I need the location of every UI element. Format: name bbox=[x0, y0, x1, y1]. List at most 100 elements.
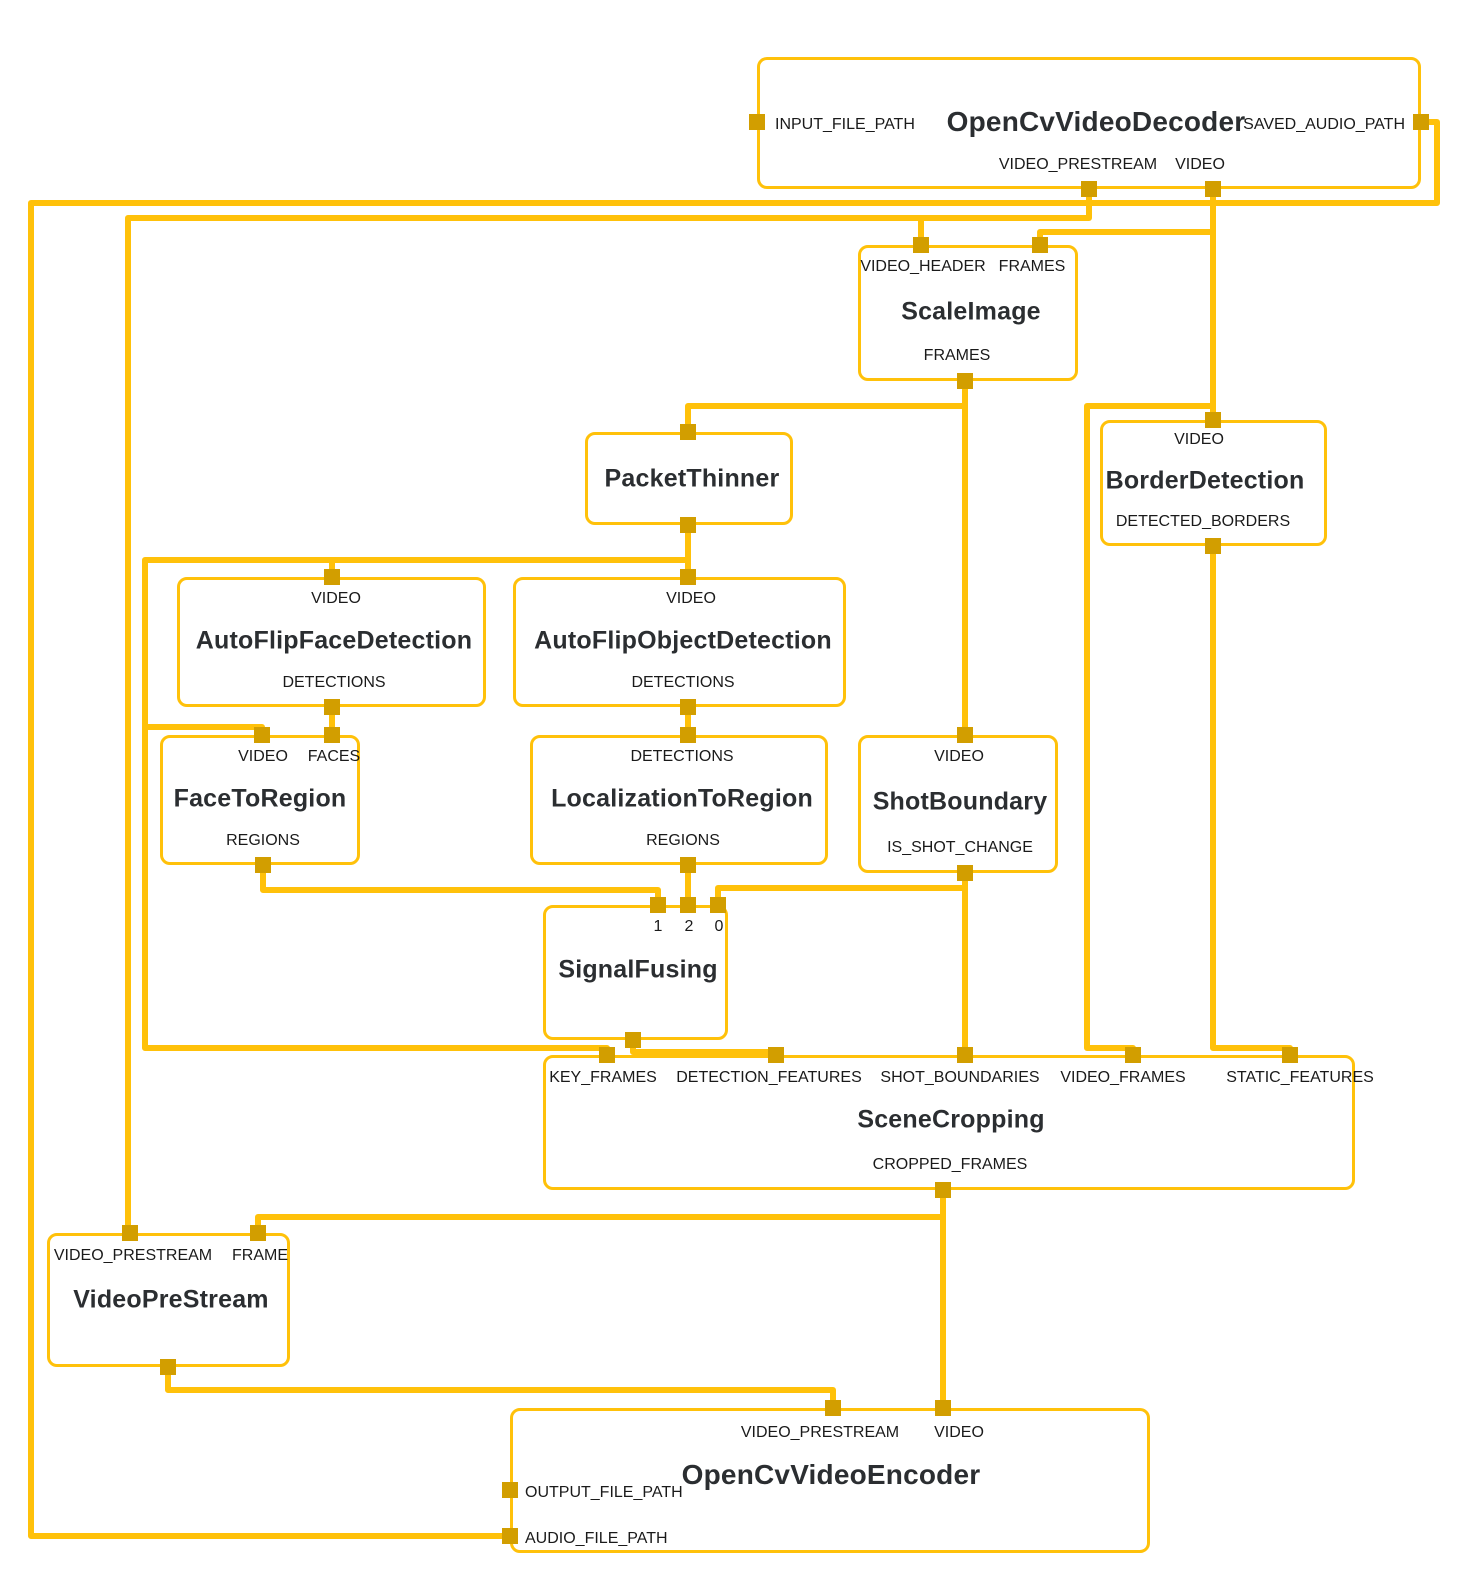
node-title-packet-thinner: PacketThinner bbox=[604, 464, 780, 493]
port-border-detected-borders[interactable] bbox=[1205, 538, 1221, 554]
node-title-scene-cropping: SceneCropping bbox=[857, 1105, 1045, 1134]
node-localization-to-region[interactable]: DETECTIONS LocalizationToRegion REGIONS bbox=[530, 735, 828, 865]
port-objdet-detections[interactable] bbox=[680, 699, 696, 715]
port-fusing-1[interactable] bbox=[650, 897, 666, 913]
port-label-shot-video: VIDEO bbox=[934, 748, 984, 765]
port-crop-shot-boundaries[interactable] bbox=[957, 1047, 973, 1063]
port-label-video-header: VIDEO_HEADER bbox=[860, 258, 986, 275]
port-label-l2r-regions: REGIONS bbox=[646, 832, 720, 849]
port-f2r-video[interactable] bbox=[254, 727, 270, 743]
port-label-input-file-path: INPUT_FILE_PATH bbox=[775, 116, 915, 133]
port-label-vps-video-prestream: VIDEO_PRESTREAM bbox=[53, 1247, 213, 1264]
port-label-l2r-detections: DETECTIONS bbox=[630, 748, 734, 765]
wire-thinner-to-face-to-region bbox=[145, 724, 265, 735]
node-scale-image[interactable]: VIDEO_HEADER FRAMES ScaleImage FRAMES bbox=[858, 245, 1078, 381]
port-label-vps-frame: FRAME bbox=[232, 1247, 288, 1264]
port-fusing-0[interactable] bbox=[710, 897, 726, 913]
port-thinner-out[interactable] bbox=[680, 517, 696, 533]
port-objdet-video[interactable] bbox=[680, 569, 696, 585]
port-label-video-prestream-out: VIDEO_PRESTREAM bbox=[998, 156, 1158, 173]
port-label-objdet-detections: DETECTIONS bbox=[631, 674, 735, 691]
port-enc-audio-file-path[interactable] bbox=[502, 1528, 518, 1544]
port-vps-out[interactable] bbox=[160, 1359, 176, 1375]
port-label-border-video: VIDEO bbox=[1174, 431, 1224, 448]
port-crop-static-features[interactable] bbox=[1282, 1047, 1298, 1063]
node-opencv-video-decoder[interactable]: INPUT_FILE_PATH OpenCvVideoDecoder SAVED… bbox=[757, 57, 1421, 189]
port-enc-video[interactable] bbox=[935, 1400, 951, 1416]
node-autoflip-object-detection[interactable]: VIDEO AutoFlipObjectDetection DETECTIONS bbox=[513, 577, 846, 707]
node-video-pre-stream[interactable]: VIDEO_PRESTREAM FRAME VideoPreStream bbox=[47, 1233, 290, 1367]
port-l2r-regions[interactable] bbox=[680, 857, 696, 873]
port-label-facedet-video: VIDEO bbox=[311, 590, 361, 607]
node-title-autoflip-face-detection: AutoFlipFaceDetection bbox=[195, 626, 473, 655]
wire-shot-change-to-fusing-0 bbox=[715, 885, 965, 905]
wire-prestream-out-to-encoder bbox=[165, 1367, 836, 1408]
node-face-to-region[interactable]: VIDEO FACES FaceToRegion REGIONS bbox=[160, 735, 360, 865]
port-crop-detection-features[interactable] bbox=[768, 1047, 784, 1063]
port-label-frames-out: FRAMES bbox=[923, 347, 991, 364]
port-label-frames-in: FRAMES bbox=[998, 258, 1066, 275]
port-label-enc-video-prestream: VIDEO_PRESTREAM bbox=[740, 1424, 900, 1441]
port-label-f2r-faces: FACES bbox=[307, 748, 361, 765]
port-label-f2r-video: VIDEO bbox=[238, 748, 288, 765]
wire-scale-out-to-packet-thinner bbox=[685, 403, 965, 432]
port-decoder-video[interactable] bbox=[1205, 181, 1221, 197]
port-label-key-frames: KEY_FRAMES bbox=[549, 1069, 657, 1086]
node-packet-thinner[interactable]: PacketThinner bbox=[585, 432, 793, 525]
port-scale-frames-in[interactable] bbox=[1032, 237, 1048, 253]
port-label-static-features: STATIC_FEATURES bbox=[1226, 1069, 1374, 1086]
wire-video-to-scale-frames bbox=[1037, 229, 1213, 245]
node-title-signal-fusing: SignalFusing bbox=[558, 955, 718, 984]
port-l2r-detections[interactable] bbox=[680, 727, 696, 743]
port-label-shot-boundaries: SHOT_BOUNDARIES bbox=[880, 1069, 1040, 1086]
node-title-scale-image: ScaleImage bbox=[901, 297, 1041, 326]
port-facedet-video[interactable] bbox=[324, 569, 340, 585]
port-label-saved-audio-path: SAVED_AUDIO_PATH bbox=[1243, 116, 1405, 133]
port-label-is-shot-change: IS_SHOT_CHANGE bbox=[887, 839, 1033, 856]
port-f2r-faces[interactable] bbox=[324, 727, 340, 743]
port-decoder-saved-audio-path[interactable] bbox=[1413, 114, 1429, 130]
port-fusing-2[interactable] bbox=[680, 897, 696, 913]
node-title-border-detection: BorderDetection bbox=[1105, 466, 1305, 495]
port-vps-frame[interactable] bbox=[250, 1225, 266, 1241]
port-f2r-regions[interactable] bbox=[255, 857, 271, 873]
wire-borders-to-static-features bbox=[1210, 546, 1293, 1055]
port-shot-is-shot-change[interactable] bbox=[957, 865, 973, 881]
port-label-video-out: VIDEO bbox=[1175, 156, 1225, 173]
node-shot-boundary[interactable]: VIDEO ShotBoundary IS_SHOT_CHANGE bbox=[858, 735, 1058, 873]
node-title-localization-to-region: LocalizationToRegion bbox=[551, 784, 813, 813]
node-scene-cropping[interactable]: KEY_FRAMES DETECTION_FEATURES SHOT_BOUND… bbox=[543, 1055, 1374, 1190]
port-label-enc-video: VIDEO bbox=[934, 1424, 984, 1441]
node-title-opencv-video-encoder: OpenCvVideoEncoder bbox=[681, 1459, 981, 1490]
port-scale-video-header[interactable] bbox=[913, 237, 929, 253]
port-label-fusing-2: 2 bbox=[684, 918, 694, 935]
node-border-detection[interactable]: VIDEO BorderDetection DETECTED_BORDERS bbox=[1100, 420, 1327, 546]
port-border-video[interactable] bbox=[1205, 412, 1221, 428]
port-crop-key-frames[interactable] bbox=[599, 1047, 615, 1063]
port-crop-video-frames[interactable] bbox=[1125, 1047, 1141, 1063]
port-scale-frames-out[interactable] bbox=[957, 373, 973, 389]
port-decoder-input-file-path[interactable] bbox=[749, 114, 765, 130]
port-label-cropped-frames: CROPPED_FRAMES bbox=[872, 1156, 1028, 1173]
node-autoflip-face-detection[interactable]: VIDEO AutoFlipFaceDetection DETECTIONS bbox=[177, 577, 486, 707]
node-title-autoflip-object-detection: AutoFlipObjectDetection bbox=[534, 626, 832, 655]
port-thinner-in[interactable] bbox=[680, 424, 696, 440]
port-label-facedet-detections: DETECTIONS bbox=[282, 674, 386, 691]
port-label-detected-borders: DETECTED_BORDERS bbox=[1115, 513, 1291, 530]
node-signal-fusing[interactable]: 1 2 0 SignalFusing bbox=[543, 905, 728, 1040]
port-enc-video-prestream[interactable] bbox=[825, 1400, 841, 1416]
port-crop-cropped-frames[interactable] bbox=[935, 1182, 951, 1198]
port-label-audio-file-path: AUDIO_FILE_PATH bbox=[525, 1530, 668, 1547]
port-facedet-detections[interactable] bbox=[324, 699, 340, 715]
wire-face-regions-to-fusing-1 bbox=[260, 865, 661, 905]
port-decoder-video-prestream[interactable] bbox=[1081, 181, 1097, 197]
port-shot-video[interactable] bbox=[957, 727, 973, 743]
port-enc-output-file-path[interactable] bbox=[502, 1482, 518, 1498]
port-fusing-out[interactable] bbox=[625, 1032, 641, 1048]
port-label-fusing-1: 1 bbox=[653, 918, 663, 935]
wire-cropped-to-frame bbox=[255, 1214, 943, 1233]
port-label-output-file-path: OUTPUT_FILE_PATH bbox=[525, 1484, 683, 1501]
port-label-video-frames: VIDEO_FRAMES bbox=[1060, 1069, 1186, 1086]
port-vps-video-prestream[interactable] bbox=[122, 1225, 138, 1241]
node-opencv-video-encoder[interactable]: VIDEO_PRESTREAM VIDEO OpenCvVideoEncoder… bbox=[510, 1408, 1150, 1553]
